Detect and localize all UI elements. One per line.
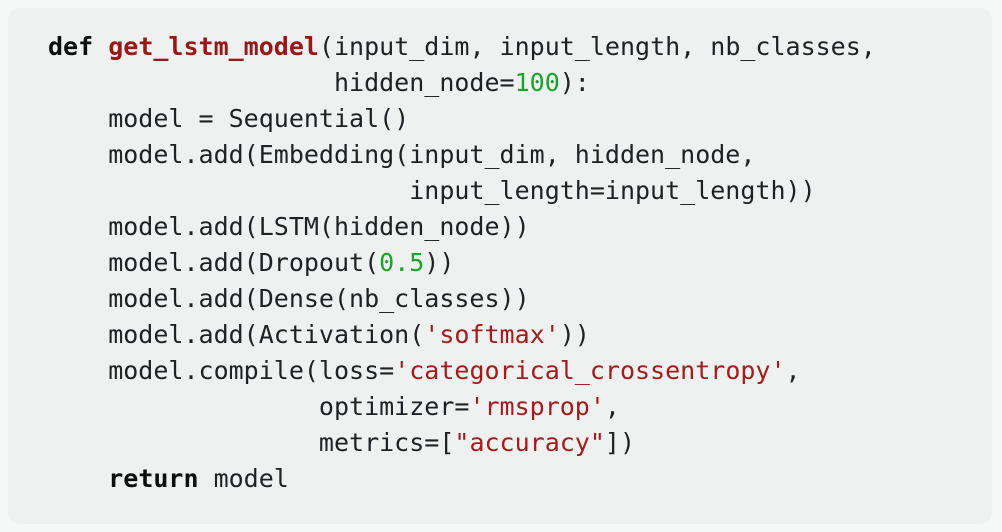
code-token-plain: (input_dim, input_length, nb_classes, bbox=[318, 32, 876, 61]
code-token-plain: model.add(Dense(nb_classes)) bbox=[48, 284, 530, 313]
code-line: input_length=input_length)) bbox=[48, 173, 974, 209]
code-token-plain: input_length=input_length)) bbox=[48, 176, 816, 205]
code-line: model.add(Dense(nb_classes)) bbox=[48, 281, 974, 317]
code-token-keyword: return bbox=[108, 464, 199, 493]
code-token-plain: )) bbox=[559, 320, 590, 349]
code-token-string: "accuracy" bbox=[454, 428, 605, 457]
code-token-plain bbox=[48, 464, 108, 493]
code-token-plain: optimizer= bbox=[48, 392, 470, 421]
code-token-string: 'rmsprop' bbox=[469, 392, 605, 421]
code-line: model.add(Embedding(input_dim, hidden_no… bbox=[48, 137, 974, 173]
code-token-plain: model.add(Activation( bbox=[48, 320, 425, 349]
code-token-plain: model.add(Dropout( bbox=[48, 248, 380, 277]
code-token-number: 0.5 bbox=[379, 248, 425, 277]
code-token-plain: metrics=[ bbox=[48, 428, 455, 457]
code-token-plain: model = Sequential() bbox=[48, 104, 410, 133]
code-token-plain: model bbox=[198, 464, 289, 493]
code-token-plain: hidden_node= bbox=[48, 68, 515, 97]
code-line: model = Sequential() bbox=[48, 101, 974, 137]
code-token-string: 'softmax' bbox=[424, 320, 560, 349]
code-token-plain: ]) bbox=[604, 428, 636, 457]
code-token-plain: , bbox=[604, 392, 620, 421]
code-token-string: 'categorical_crossentropy' bbox=[394, 356, 786, 385]
code-line: optimizer='rmsprop', bbox=[48, 389, 974, 425]
code-token-plain: )) bbox=[424, 248, 455, 277]
code-line: return model bbox=[48, 461, 974, 497]
code-block: def get_lstm_model(input_dim, input_leng… bbox=[8, 8, 992, 524]
code-line: def get_lstm_model(input_dim, input_leng… bbox=[48, 29, 974, 65]
code-token-number: 100 bbox=[514, 68, 560, 97]
code-token-plain: model.add(Embedding(input_dim, hidden_no… bbox=[48, 140, 756, 169]
code-line: hidden_node=100): bbox=[48, 65, 974, 101]
code-line: model.add(LSTM(hidden_node)) bbox=[48, 209, 974, 245]
code-token-plain: , bbox=[785, 356, 801, 385]
code-token-plain: model.compile(loss= bbox=[48, 356, 395, 385]
code-token-plain: model.add(LSTM(hidden_node)) bbox=[48, 212, 530, 241]
code-line: model.add(Activation('softmax')) bbox=[48, 317, 974, 353]
code-token-keyword: def bbox=[48, 32, 94, 61]
code-line: metrics=["accuracy"]) bbox=[48, 425, 974, 461]
code-token-function_name: get_lstm_model bbox=[108, 32, 319, 61]
code-token-plain bbox=[93, 32, 108, 61]
code-token-plain: ): bbox=[559, 68, 590, 97]
code-line: model.add(Dropout(0.5)) bbox=[48, 245, 974, 281]
code-line: model.compile(loss='categorical_crossent… bbox=[48, 353, 974, 389]
